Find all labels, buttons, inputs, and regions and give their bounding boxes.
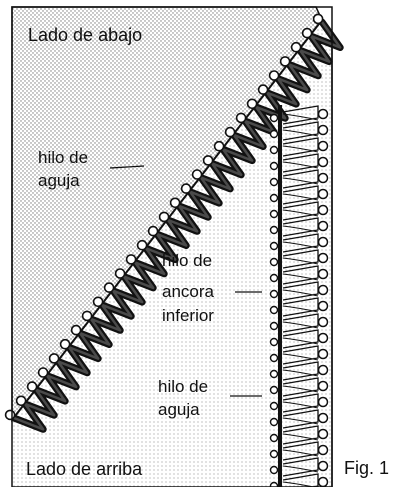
label-needle-thread-2-line1: hilo de	[158, 377, 208, 396]
label-needle-thread-1-line1: hilo de	[38, 148, 88, 167]
label-bottom-side: Lado de abajo	[28, 25, 142, 45]
pointer-needle-thread-1	[109, 165, 145, 169]
label-top-side: Lado de arriba	[26, 459, 143, 479]
label-lower-anchor-line1: hilo de	[162, 251, 212, 270]
vertical-seam-stitches	[269, 105, 329, 487]
label-lower-anchor-line3: inferior	[162, 306, 214, 325]
label-lower-anchor-line2: ancora	[162, 282, 215, 301]
diagonal-overlock-stitches	[4, 13, 344, 433]
label-needle-thread-2-line2: aguja	[158, 400, 200, 419]
figure-number: Fig. 1	[344, 458, 389, 478]
figure-border	[11, 6, 333, 487]
label-needle-thread-1-line2: aguja	[38, 171, 80, 190]
